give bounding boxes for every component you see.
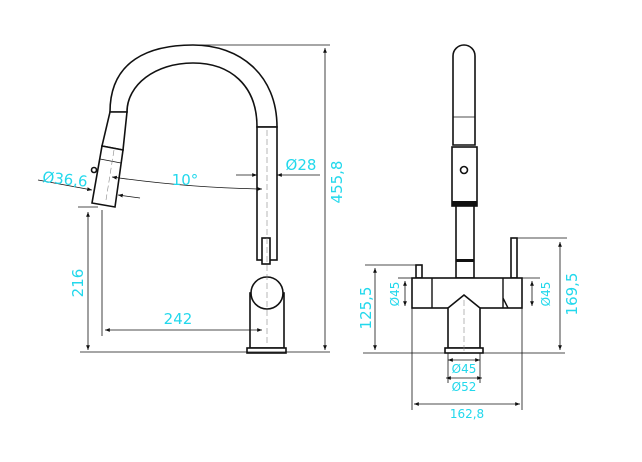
left-diameter-label: Ø45 <box>388 282 402 307</box>
lower-tube <box>455 205 475 279</box>
lever-handle <box>261 237 271 265</box>
spray-button-front <box>459 165 469 175</box>
side-view: 455,8 216 242 10° Ø28 Ø36,6 <box>37 44 346 354</box>
spray-head <box>91 145 124 208</box>
width-label: 162,8 <box>450 407 484 421</box>
hose-segment <box>101 111 128 151</box>
lever-height-label: 169,5 <box>563 273 581 316</box>
gooseneck-spout <box>109 44 278 128</box>
reach-label: 242 <box>164 310 193 328</box>
spray-head-diameter-label: Ø36,6 <box>42 168 89 191</box>
spout-top <box>452 44 476 146</box>
base-outer-diameter-label: Ø52 <box>452 380 477 394</box>
angle-label: 10° <box>172 171 199 189</box>
base-plate <box>246 347 287 354</box>
right-diameter-label: Ø45 <box>539 282 553 307</box>
base-inner-diameter-label: Ø45 <box>452 362 477 376</box>
front-view: 125,5 169,5 Ø45 Ø45 Ø45 Ø52 162,8 <box>357 44 581 421</box>
height-total-label: 455,8 <box>328 161 346 204</box>
right-lever <box>510 237 518 279</box>
spray-head-front <box>451 146 478 207</box>
left-stub <box>415 264 423 279</box>
spray-button <box>90 166 98 174</box>
body-height-label: 125,5 <box>357 287 375 330</box>
spout-height-label: 216 <box>69 269 87 298</box>
tube-diameter-label: Ø28 <box>286 156 317 174</box>
